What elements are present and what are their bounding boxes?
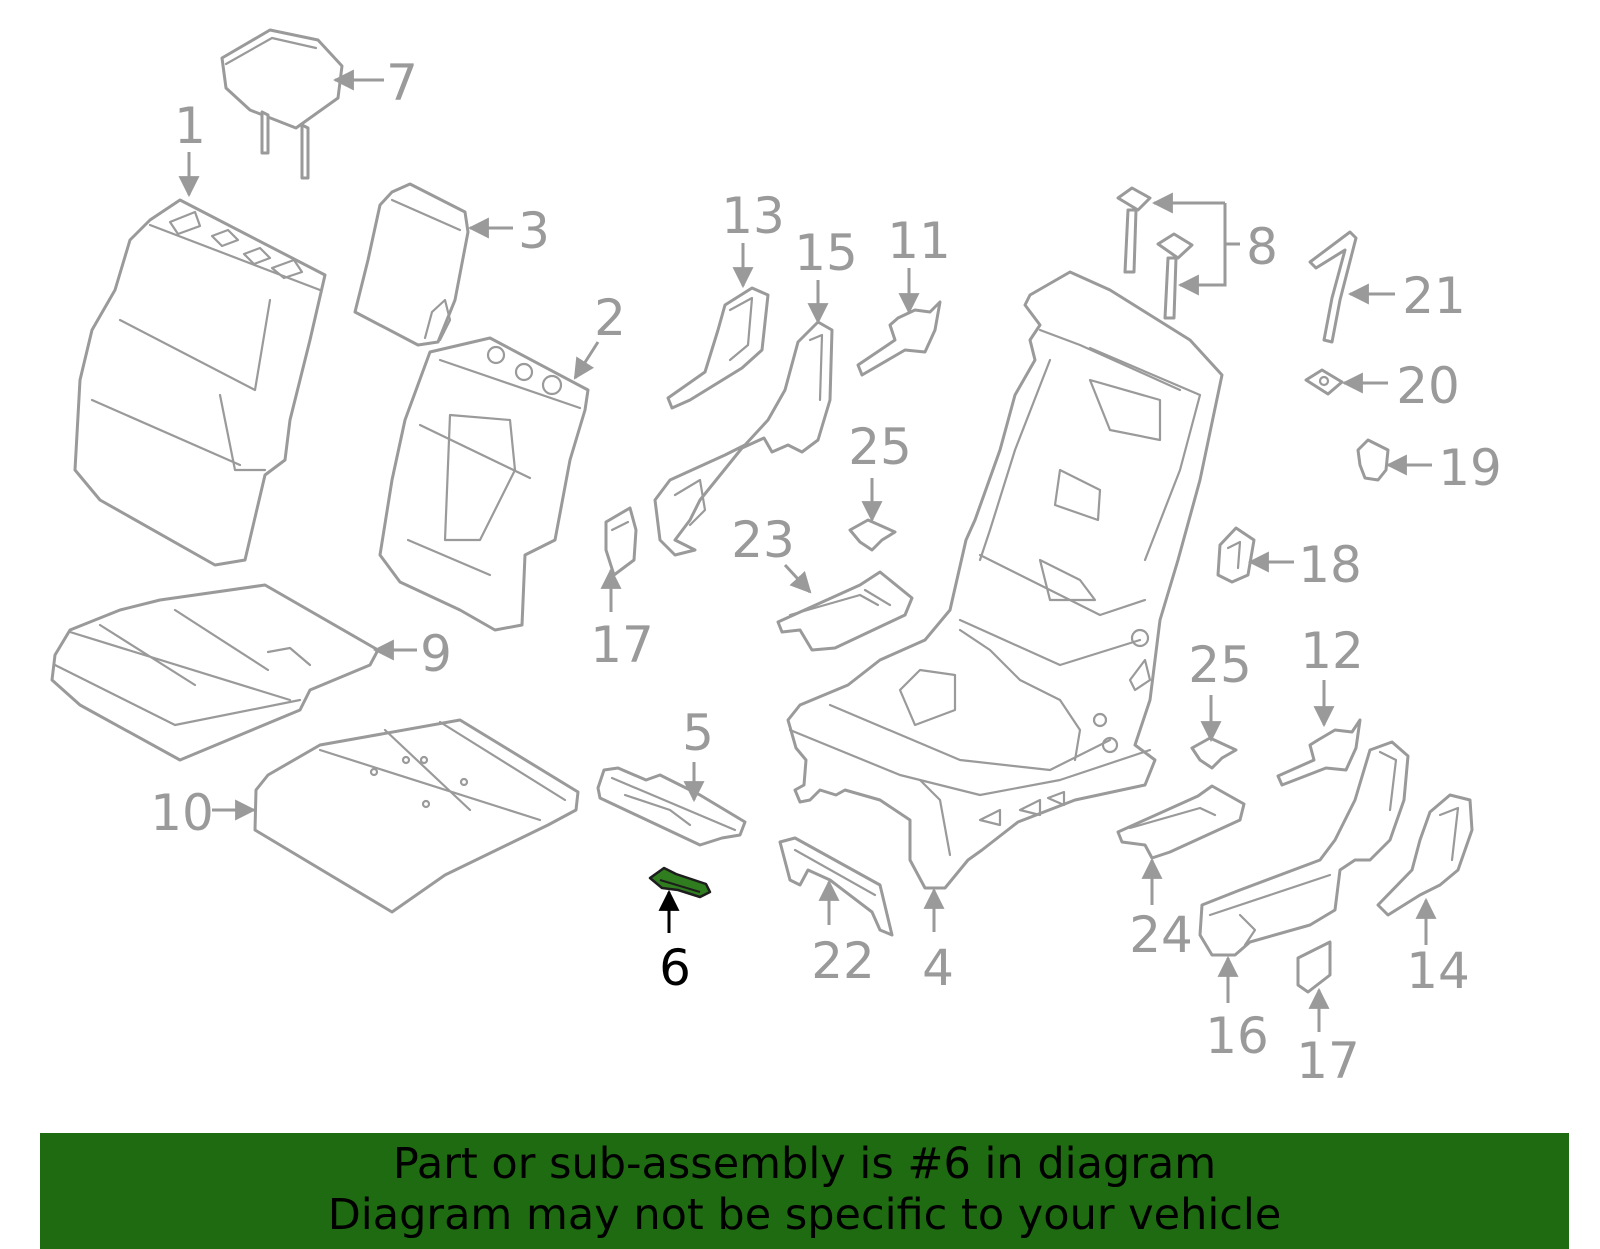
part-12-bracket[interactable]: [1276, 718, 1362, 787]
callout-8: 8: [1246, 218, 1278, 276]
part-17-clip-left[interactable]: [604, 506, 638, 577]
callout-5: 5: [682, 704, 714, 762]
part-16-side-frame[interactable]: [1198, 740, 1410, 957]
callout-4: 4: [922, 939, 954, 997]
banner-line-1: Part or sub-assembly is #6 in diagram: [392, 1139, 1217, 1189]
part-1-seatback-cover[interactable]: [73, 198, 327, 567]
callout-17b: 17: [1296, 1032, 1360, 1090]
part-19-clip[interactable]: [1356, 438, 1390, 482]
part-2-seatback-pad[interactable]: [378, 336, 590, 632]
part-7-headrest[interactable]: [220, 28, 344, 180]
callout-22: 22: [811, 932, 875, 990]
callout-6: 6: [659, 939, 691, 997]
callout-17a: 17: [590, 616, 654, 674]
part-20-nut[interactable]: [1304, 368, 1344, 396]
callout-25b: 25: [1188, 636, 1252, 694]
leader-arrows: [178, 69, 1437, 1032]
part-21-rod[interactable]: [1308, 230, 1358, 344]
callout-7: 7: [386, 54, 418, 112]
part-17-clip-right[interactable]: [1296, 940, 1332, 994]
callout-2: 2: [594, 289, 626, 347]
callout-3: 3: [518, 202, 550, 260]
part-10-cushion-pad[interactable]: [253, 718, 580, 914]
part-15-side-frame[interactable]: [653, 320, 834, 557]
callout-9: 9: [420, 625, 452, 683]
callout-20: 20: [1396, 357, 1460, 415]
callout-12: 12: [1300, 622, 1364, 680]
part-25-cap-lower[interactable]: [1190, 736, 1238, 770]
callout-19: 19: [1438, 439, 1502, 497]
callout-21: 21: [1402, 267, 1466, 325]
callout-24: 24: [1129, 906, 1193, 964]
part-4-seat-frame[interactable]: [786, 270, 1224, 890]
part-14-cover[interactable]: [1376, 793, 1474, 917]
callout-14: 14: [1406, 942, 1470, 1000]
part-24-track-cover[interactable]: [1116, 784, 1246, 860]
parts-diagram: 1 7 3 2 9 10 13 15 11 17 25 23 5 6 22 4 …: [50, 28, 1502, 1090]
part-3-armrest[interactable]: [353, 182, 470, 347]
callout-1: 1: [174, 97, 206, 155]
info-banner: Part or sub-assembly is #6 in diagram Di…: [40, 1133, 1569, 1249]
part-8-bolts[interactable]: [1116, 186, 1194, 320]
callout-25a: 25: [848, 418, 912, 476]
banner-line-2: Diagram may not be specific to your vehi…: [327, 1190, 1282, 1240]
part-11-bracket[interactable]: [856, 300, 942, 377]
part-5-track[interactable]: [596, 766, 747, 847]
part-18-cover[interactable]: [1216, 526, 1256, 584]
callout-labels: 1 7 3 2 9 10 13 15 11 17 25 23 5 6 22 4 …: [150, 54, 1502, 1090]
part-13-bracket[interactable]: [666, 286, 770, 410]
part-23-track-cover[interactable]: [776, 570, 914, 652]
part-25-cap-upper[interactable]: [848, 518, 897, 552]
callout-16: 16: [1205, 1007, 1269, 1065]
callout-11: 11: [887, 212, 951, 270]
part-22-panel[interactable]: [778, 836, 894, 937]
part-6-highlighted[interactable]: [648, 866, 712, 899]
callout-13: 13: [721, 187, 785, 245]
callout-23: 23: [731, 511, 795, 569]
callout-18: 18: [1298, 536, 1362, 594]
callout-15: 15: [794, 224, 858, 282]
callout-10: 10: [150, 784, 214, 842]
part-9-cushion-cover[interactable]: [50, 583, 380, 762]
